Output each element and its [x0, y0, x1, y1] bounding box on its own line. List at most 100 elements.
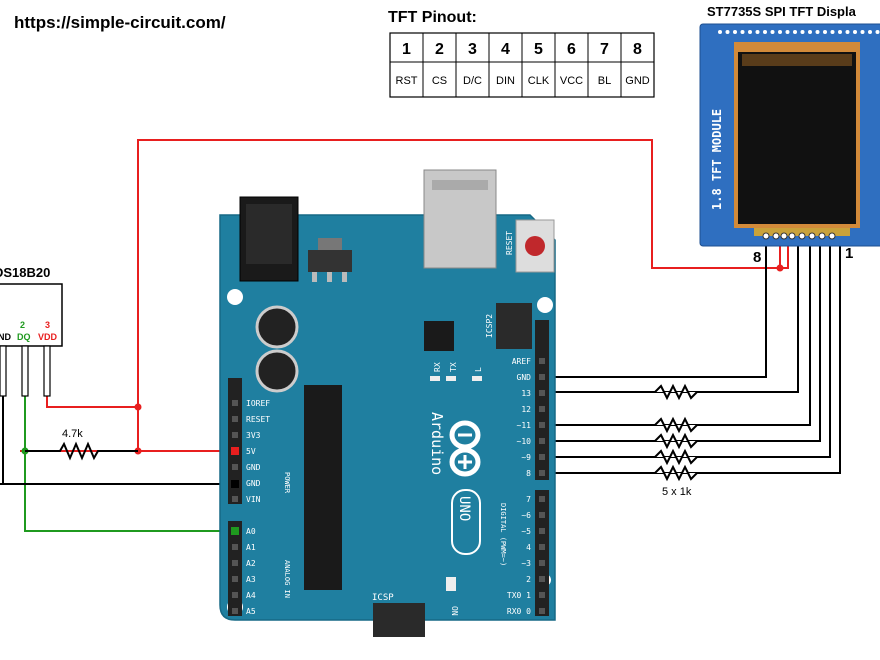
pinout-number-2: 2 [435, 41, 444, 58]
header-pin-label: A0 [246, 527, 256, 536]
tft-hole [793, 30, 797, 34]
header-pin-label: ~11 [517, 421, 532, 430]
analog-group-label: ANALOG IN [283, 560, 291, 598]
uno-model: UNO [456, 496, 472, 521]
pinout-name-7: BL [598, 75, 611, 87]
header-pin-label: 12 [521, 405, 531, 414]
sensor-pin-num-2: 2 [20, 320, 25, 330]
header-pin [539, 512, 545, 518]
tft-pin8-label: 8 [753, 249, 761, 266]
header-pin [232, 576, 238, 582]
pinout-number-8: 8 [633, 41, 642, 58]
header-pin [539, 592, 545, 598]
header-pin [539, 358, 545, 364]
wire-tft-gnd [541, 232, 767, 378]
header-pin-label: A1 [246, 543, 256, 552]
header-pin [232, 464, 238, 470]
header-pin-label: 5V [246, 447, 256, 456]
tft-hole [860, 30, 865, 34]
header-pin-label: ~6 [521, 511, 531, 520]
sensor-pin-dq: DQ [17, 332, 31, 342]
header-pin-label: GND [246, 479, 261, 488]
header-pin [539, 560, 545, 566]
tft-pin-7 [772, 232, 780, 240]
pinout-number-1: 1 [402, 41, 411, 58]
site-url[interactable]: https://simple-circuit.com/ [14, 13, 226, 32]
pinout-name-6: VCC [560, 75, 583, 87]
wire-dc [541, 232, 821, 442]
pinout-name-4: DIN [496, 75, 515, 87]
tft-hole [838, 30, 842, 34]
tft-hole [808, 30, 812, 34]
header-pin-label: RESET [246, 415, 270, 424]
sensor-pin-vdd: VDD [38, 332, 58, 342]
header-pin [539, 374, 545, 380]
tft-hole [800, 30, 805, 34]
resistor-bank-label: 5 x 1k [662, 486, 692, 498]
power-group-label: POWER [283, 472, 291, 494]
header-pin-label: A3 [246, 575, 256, 584]
tft-hole [763, 30, 767, 34]
tx-label: TX [449, 362, 458, 372]
tft-pinout-table: TFT Pinout: 1RST2CS3D/C4DIN5CLK6VCC7BL8G… [388, 9, 655, 98]
header-pin-label: 2 [526, 575, 531, 584]
pullup-resistor [25, 441, 138, 461]
header-pin-label: IOREF [246, 399, 270, 408]
header-pin-label: ~5 [521, 527, 531, 536]
wire-dq-green [24, 395, 235, 532]
pullup-resistor-label: 4.7k [62, 428, 83, 440]
tft-hole [823, 30, 827, 34]
header-pin [232, 544, 238, 550]
l-led-label: L [474, 367, 483, 372]
header-pin-label: A5 [246, 607, 256, 616]
icsp2-label: ICSP2 [485, 314, 494, 338]
header-pin-label: AREF [512, 357, 531, 366]
tft-pin-6 [780, 232, 788, 240]
tft-hole [725, 30, 730, 34]
resistor-1k-3 [654, 432, 698, 450]
tft-pin1-label: 1 [845, 245, 853, 262]
pinout-name-8: GND [625, 75, 650, 87]
header-pin-label: 7 [526, 495, 531, 504]
pinout-number-3: 3 [468, 41, 477, 58]
header-pin-label: ~3 [521, 559, 531, 568]
pinout-name-5: CLK [528, 75, 550, 87]
reset-label: RESET [505, 231, 514, 255]
header-pin-label: TX0 1 [507, 591, 531, 600]
pinout-number-6: 6 [567, 41, 576, 58]
header-pin [539, 608, 545, 614]
pinout-title: TFT Pinout: [388, 9, 477, 26]
header-pin-label: ~10 [517, 437, 532, 446]
resistor-1k-4 [654, 448, 698, 466]
header-connections [231, 447, 239, 535]
header-pin-label: RX0 0 [507, 607, 531, 616]
pinout-number-4: 4 [501, 41, 510, 58]
tft-module-text: 1.8 TFT MODULE [710, 109, 724, 210]
header-pin-label: A4 [246, 591, 256, 600]
tft-hole [815, 30, 820, 34]
header-pin [232, 432, 238, 438]
sensor-pin-gnd: ND [0, 332, 11, 342]
rx-label: RX [433, 362, 442, 372]
resistor-1k-1 [654, 383, 698, 401]
ds18b20-sensor: DS18B20 ND 2 DQ 3 VDD [0, 265, 63, 397]
tft-hole [718, 30, 722, 34]
header-pin [232, 496, 238, 502]
header-pin [232, 400, 238, 406]
pinout-name-1: RST [396, 75, 418, 87]
tft-hole [748, 30, 752, 34]
header-pin [539, 470, 545, 476]
tft-hole [733, 30, 737, 34]
tft-pin-3 [808, 232, 816, 240]
wire-cs [541, 232, 831, 458]
uno-logo-icon: UNO [451, 489, 481, 555]
wire-vdd-red [46, 395, 138, 408]
tft-module: ST7735S SPI TFT Displa 1.8 TFT MODULE 8 … [699, 4, 880, 266]
header-pin-label: 8 [526, 469, 531, 478]
header-pin [232, 592, 238, 598]
header-pin-label: ~9 [521, 453, 531, 462]
header-pin [539, 496, 545, 502]
tft-hole [830, 30, 835, 34]
resistor-1k-5 [654, 464, 698, 482]
